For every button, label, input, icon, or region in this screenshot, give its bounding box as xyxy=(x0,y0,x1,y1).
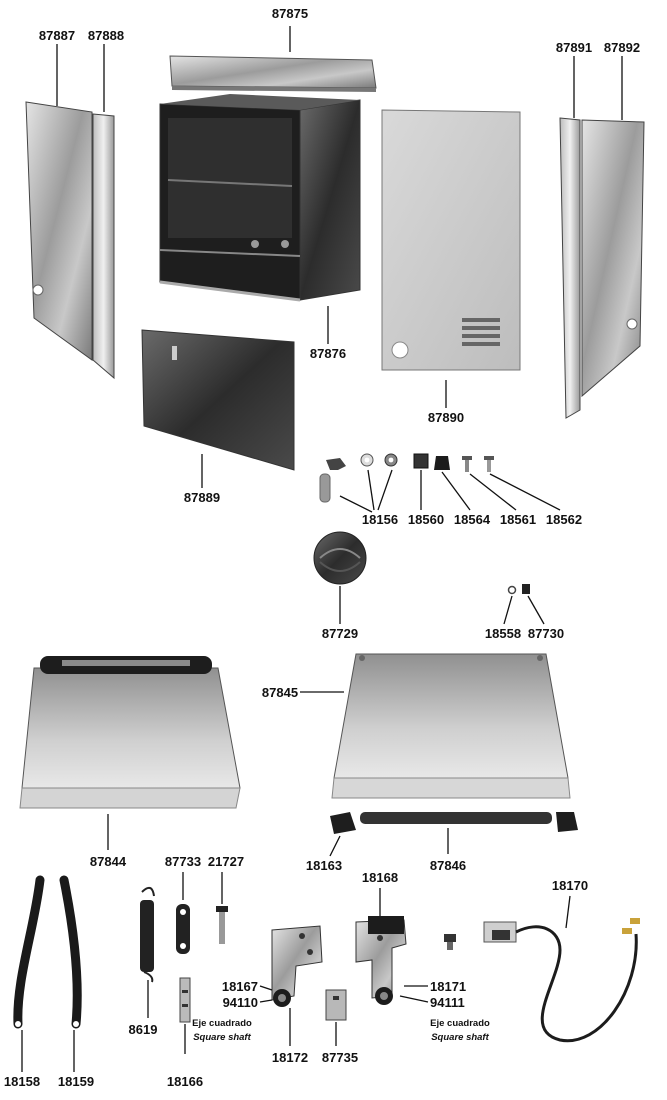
label-87887: 87887 xyxy=(39,28,75,43)
spring-8619 xyxy=(140,886,155,983)
spring-18558 xyxy=(507,585,517,595)
label-87891: 87891 xyxy=(556,40,592,55)
label-87888: 87888 xyxy=(88,28,124,43)
label-18558: 18558 xyxy=(485,626,521,641)
note-eje-right: Eje cuadrado xyxy=(430,1018,490,1029)
hinge-bracket-18171 xyxy=(355,916,407,1005)
side-panel-87887 xyxy=(25,101,93,361)
hinge-bracket-18167 xyxy=(271,925,323,1007)
bushing-18560 xyxy=(413,453,429,469)
strap-18158 xyxy=(13,875,45,1029)
label-8619: 8619 xyxy=(129,1022,158,1037)
label-18171: 18171 xyxy=(430,979,466,994)
label-18561: 18561 xyxy=(500,512,536,527)
label-87890: 87890 xyxy=(428,410,464,425)
strap-18159 xyxy=(59,875,82,1029)
leader-lines xyxy=(21,26,623,1072)
label-87889: 87889 xyxy=(184,490,220,505)
label-18166: 18166 xyxy=(167,1074,203,1089)
part-labels: 87875 87887 87888 87891 87892 87876 8789… xyxy=(4,6,640,1089)
foot-87730 xyxy=(522,584,530,594)
note-shaft-right: Square shaft xyxy=(431,1032,489,1043)
hose-fitting-18156 xyxy=(319,453,398,503)
side-panel-87892 xyxy=(581,119,645,398)
label-94111: 94111 xyxy=(430,995,465,1010)
screw-18562 xyxy=(484,456,494,472)
top-panel-87875 xyxy=(169,55,377,92)
label-18562: 18562 xyxy=(546,512,582,527)
label-87846: 87846 xyxy=(430,858,466,873)
label-87892: 87892 xyxy=(604,40,640,55)
rivet-21727 xyxy=(216,906,228,944)
clip-18564 xyxy=(434,456,450,470)
label-87729: 87729 xyxy=(322,626,358,641)
handle-cap-18163 xyxy=(330,812,356,834)
label-87876: 87876 xyxy=(310,346,346,361)
label-87844: 87844 xyxy=(90,854,127,869)
label-18560: 18560 xyxy=(408,512,444,527)
label-18564: 18564 xyxy=(454,512,491,527)
wash-chamber-87876 xyxy=(159,94,361,302)
bracket-87735 xyxy=(325,989,347,1021)
rear-panel-87891 xyxy=(559,117,581,419)
hood-87844 xyxy=(19,656,241,809)
label-18163: 18163 xyxy=(306,858,342,873)
label-18170: 18170 xyxy=(552,878,588,893)
screw-18561 xyxy=(462,456,472,472)
handle-bar-87846 xyxy=(360,812,578,832)
knob-87729 xyxy=(313,531,367,585)
label-87730: 87730 xyxy=(528,626,564,641)
label-18167: 18167 xyxy=(222,979,258,994)
label-87845: 87845 xyxy=(262,685,298,700)
back-panel-87890 xyxy=(381,109,521,371)
plate-18166 xyxy=(179,977,191,1023)
note-eje-left: Eje cuadrado xyxy=(192,1018,252,1029)
rear-panel-87888 xyxy=(92,113,115,380)
label-21727: 21727 xyxy=(208,854,244,869)
microswitch-18170 xyxy=(444,918,640,1043)
label-18172: 18172 xyxy=(272,1050,308,1065)
label-18168: 18168 xyxy=(362,870,398,885)
label-87733: 87733 xyxy=(165,854,201,869)
label-87875: 87875 xyxy=(272,6,308,21)
note-shaft-left: Square shaft xyxy=(193,1032,251,1043)
link-87733 xyxy=(176,904,190,954)
hood-87845 xyxy=(331,653,571,799)
label-18156: 18156 xyxy=(362,512,398,527)
label-18159: 18159 xyxy=(58,1074,94,1089)
label-94110: 94110 xyxy=(223,995,258,1010)
label-18158: 18158 xyxy=(4,1074,40,1089)
front-panel-87889 xyxy=(141,329,295,471)
label-87735: 87735 xyxy=(322,1050,358,1065)
